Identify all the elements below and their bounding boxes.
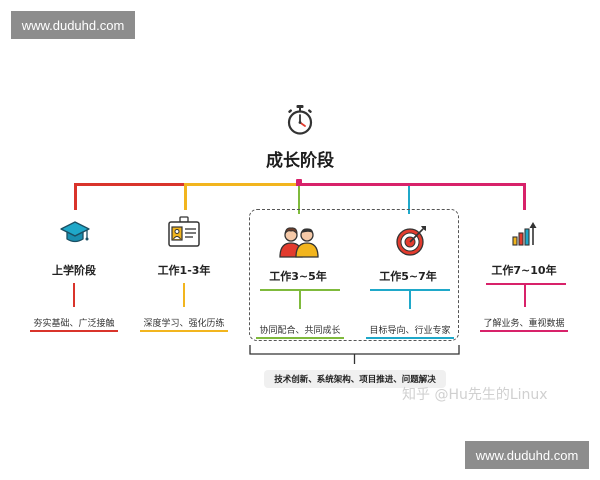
drop-magenta — [523, 183, 526, 210]
baseline-red — [30, 330, 118, 332]
stage-desc: 协同配合、共同成长 — [259, 326, 341, 336]
stage-label: 工作3~5年 — [269, 270, 327, 283]
stage-desc: 夯实基础、广泛接触 — [33, 319, 115, 329]
stage-desc: 目标导向、行业专家 — [369, 326, 451, 336]
stage-desc: 了解业务、重视数据 — [483, 319, 565, 329]
baseline-magenta — [480, 330, 568, 332]
group-bracket — [249, 345, 460, 364]
baseline-yellow — [140, 330, 228, 332]
stem-yellow — [183, 283, 185, 307]
drop-blue — [408, 186, 410, 214]
stem-green — [299, 289, 301, 309]
team-icon — [279, 227, 319, 258]
drop-yellow — [184, 183, 187, 210]
credit-watermark: 知乎 @Hu先生的Linux — [402, 387, 548, 403]
stem-red — [73, 283, 75, 307]
graduation-cap-icon — [60, 221, 90, 243]
drop-red — [74, 183, 77, 210]
stage-label: 工作5~7年 — [379, 270, 437, 283]
stage-label: 工作7~10年 — [491, 264, 557, 277]
drop-green — [298, 186, 300, 214]
stage-desc: 深度学习、强化历练 — [143, 319, 225, 329]
connector-red — [74, 183, 184, 186]
baseline-blue — [366, 337, 454, 339]
group-box — [249, 209, 459, 341]
id-badge-icon — [168, 216, 200, 247]
group-tag: 技术创新、系统架构、项目推进、问题解决 — [264, 370, 446, 388]
baseline-green — [256, 337, 344, 339]
stage-label: 上学阶段 — [52, 264, 96, 277]
connector-magenta — [296, 183, 525, 186]
stem-blue — [409, 289, 411, 309]
connector-yellow — [184, 183, 296, 186]
target-icon — [396, 226, 426, 256]
connector-center-dot — [296, 179, 302, 185]
growth-chart-icon — [512, 222, 537, 246]
baseline-magenta-top — [486, 283, 566, 285]
watermark-bottom: www.duduhd.com — [465, 441, 589, 469]
stopwatch-icon — [287, 105, 313, 135]
page-title: 成长阶段 — [266, 151, 334, 171]
watermark-top: www.duduhd.com — [11, 11, 135, 39]
stem-magenta — [524, 283, 526, 307]
stage-label: 工作1-3年 — [157, 264, 211, 277]
